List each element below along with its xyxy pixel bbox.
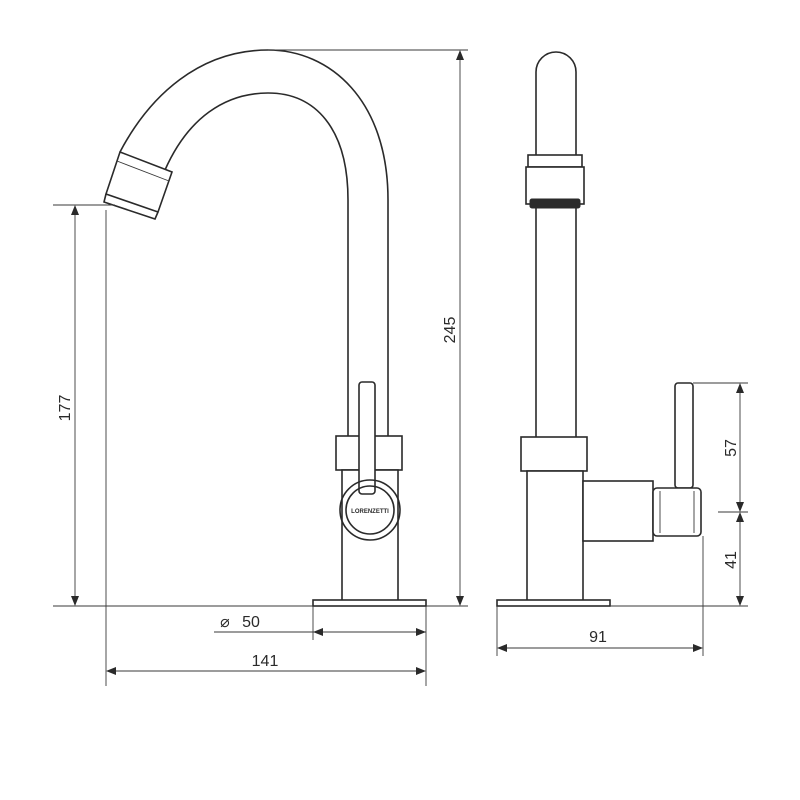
dim-total-height: 245 (442, 317, 459, 344)
front-aerator-tip (103, 193, 159, 220)
dim-handle-lower: 41 (723, 551, 740, 569)
side-handle-knob (652, 487, 702, 537)
dim-handle-upper: 57 (723, 439, 740, 457)
side-collar (520, 436, 588, 472)
front-dimensions: 177 245 ⌀ 50 141 (53, 49, 468, 686)
front-view: LORENZETTI (103, 49, 427, 607)
side-aerator-band (527, 154, 583, 168)
front-handle-knob-outer (339, 479, 401, 541)
side-base-plate (496, 599, 611, 607)
side-handle-lever (674, 382, 694, 489)
side-aerator (525, 166, 585, 205)
front-aerator (104, 150, 174, 214)
handle-logo: LORENZETTI (351, 509, 389, 515)
dim-base-diameter-symbol: ⌀ (220, 614, 230, 631)
front-handle-lever (358, 381, 376, 495)
dim-side-depth: 91 (589, 629, 607, 646)
side-view (496, 51, 702, 607)
side-valve-body (526, 470, 584, 603)
dim-base-diameter-value: 50 (242, 614, 260, 631)
front-handle-knob-inner (345, 485, 395, 535)
dim-front-width: 141 (252, 653, 279, 670)
dim-spout-height: 177 (57, 395, 74, 422)
front-base-plate (312, 599, 427, 607)
front-aerator-ring (116, 160, 170, 182)
side-valve-housing (582, 480, 654, 542)
side-dimensions: 57 41 91 (496, 382, 748, 656)
side-spout-top (535, 51, 577, 158)
front-spout-inner (164, 92, 349, 438)
side-aerator-outlet (529, 198, 581, 209)
